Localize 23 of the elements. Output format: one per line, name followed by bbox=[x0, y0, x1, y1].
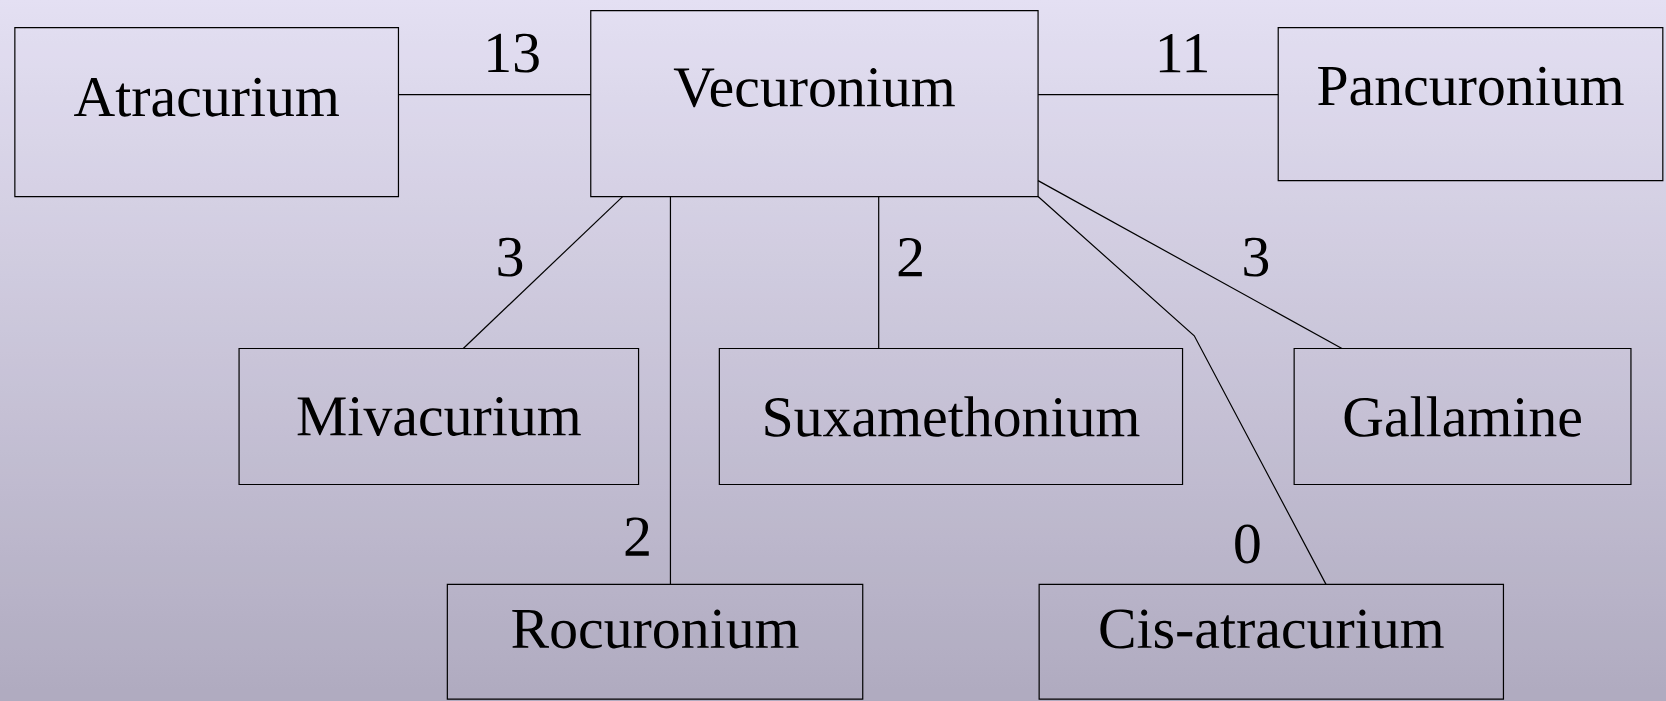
edge-label: 2 bbox=[898, 237, 922, 277]
drug-name: Gallamine bbox=[1344, 396, 1581, 437]
drug-box bbox=[446, 583, 864, 700]
drug-name: Pancuronium bbox=[1318, 66, 1624, 106]
drug-box bbox=[1293, 347, 1632, 485]
drug-name: Cis-atracurium bbox=[1100, 609, 1444, 649]
drug-name: Atracurium bbox=[74, 77, 339, 117]
drug-box bbox=[14, 26, 400, 197]
edge-label: 3 bbox=[1244, 237, 1269, 277]
edge-label: 2 bbox=[625, 517, 649, 556]
edge-label: 3 bbox=[498, 237, 523, 277]
drug-name: Suxamethonium bbox=[765, 396, 1140, 437]
drug-box bbox=[718, 347, 1184, 485]
edge-label: 13 bbox=[488, 33, 539, 73]
drug-box bbox=[1038, 583, 1505, 700]
drug-box bbox=[1277, 26, 1664, 182]
drug-name: Vecuronium bbox=[673, 68, 955, 108]
drug-name: Mivacurium bbox=[297, 397, 581, 436]
drug-box bbox=[590, 9, 1039, 197]
edge-label: 0 bbox=[1235, 524, 1260, 564]
edge-label: 11 bbox=[1159, 33, 1207, 73]
drug-box bbox=[238, 347, 640, 485]
drug-name: Rocuronium bbox=[512, 609, 799, 649]
